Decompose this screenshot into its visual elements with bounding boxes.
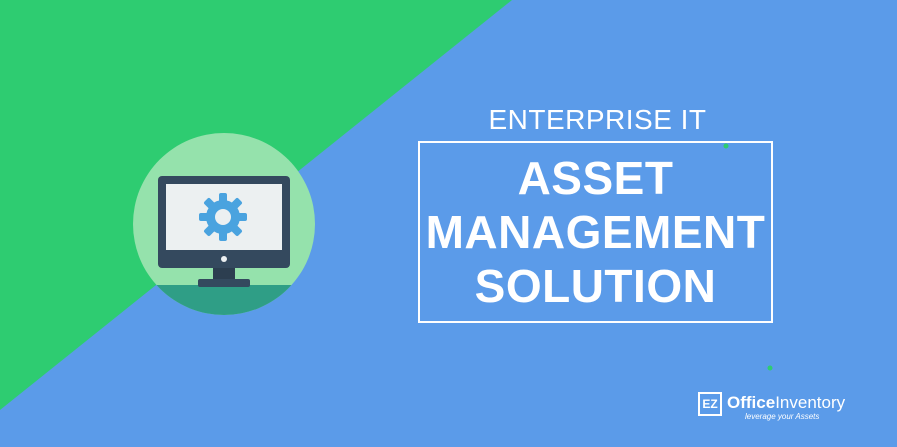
logo-name: OfficeInventory bbox=[727, 394, 845, 412]
headline-box: ASSET MANAGEMENT SOLUTION bbox=[418, 141, 773, 323]
headline-line-3: SOLUTION bbox=[474, 260, 717, 312]
headline-eyebrow: ENTERPRISE IT bbox=[488, 104, 707, 135]
logo-text: OfficeInventory leverage your Assets bbox=[727, 394, 845, 422]
logo-tagline: leverage your Assets bbox=[745, 412, 820, 421]
headline-line-2: MANAGEMENT bbox=[425, 206, 766, 258]
logo-mark: EZ bbox=[698, 392, 722, 416]
logo-name-regular: Inventory bbox=[775, 393, 846, 412]
brand-logo: EZ OfficeInventory leverage your Assets bbox=[698, 391, 845, 425]
logo-name-bold: Office bbox=[727, 393, 776, 412]
headline-line-1: ASSET bbox=[517, 152, 674, 204]
